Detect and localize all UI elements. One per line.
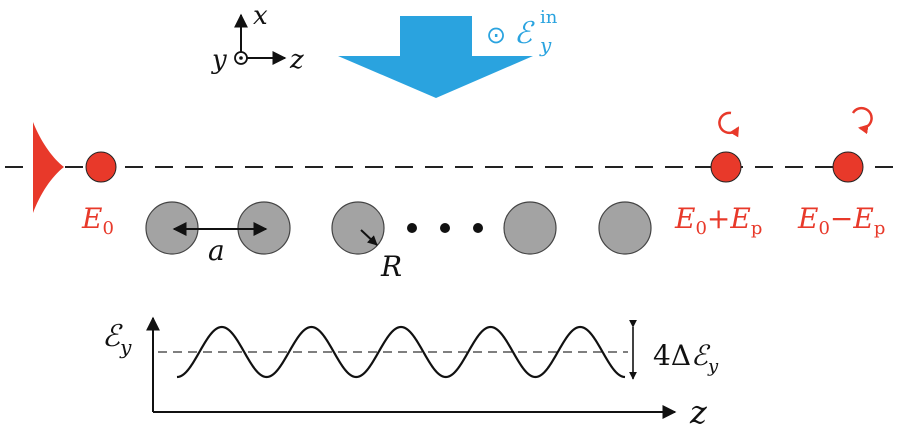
spacing-label: a [208,234,225,267]
rotation-clockwise-icon [718,111,740,138]
x-axis-label: x [253,1,268,31]
incident-field-subscript: y [539,33,552,57]
rod [331,201,385,255]
label-e0-minus-ep: E0−Ep [797,202,885,239]
ellipsis-dots [407,223,483,233]
oscillating-field-curve [176,325,626,379]
photon-e0-plus-ep [710,151,742,183]
y-out-of-page-dot [239,56,243,60]
incident-field-superscript: in [540,7,558,28]
plot-y-label: ℰy [102,319,132,359]
label-e0: E0 [81,202,114,239]
field-profile-plot: ℰy z 4Δℰy [102,316,719,431]
label-e0-plus-ep: E0+Ep [674,202,762,239]
incident-field-label: ⊙ ℰ in y [486,7,558,57]
photon-e0-minus-ep [832,151,864,183]
photon-e0 [85,151,117,183]
plot-x-label: z [689,393,708,431]
y-axis-label: y [211,45,227,75]
incident-field-arrow [338,16,533,98]
z-axis-label: z [289,45,304,75]
rotation-counterclockwise-icon [851,106,873,135]
input-pulse-wedge [33,122,64,213]
radius-label: R [380,250,402,283]
incident-field-letter: ℰ [514,16,535,51]
rod [503,201,557,255]
odot-symbol: ⊙ [486,21,506,49]
coordinate-axes: x y z [211,1,304,75]
amplitude-label: 4Δℰy [653,339,719,377]
radius-arrow [360,229,378,246]
rod [598,201,652,255]
